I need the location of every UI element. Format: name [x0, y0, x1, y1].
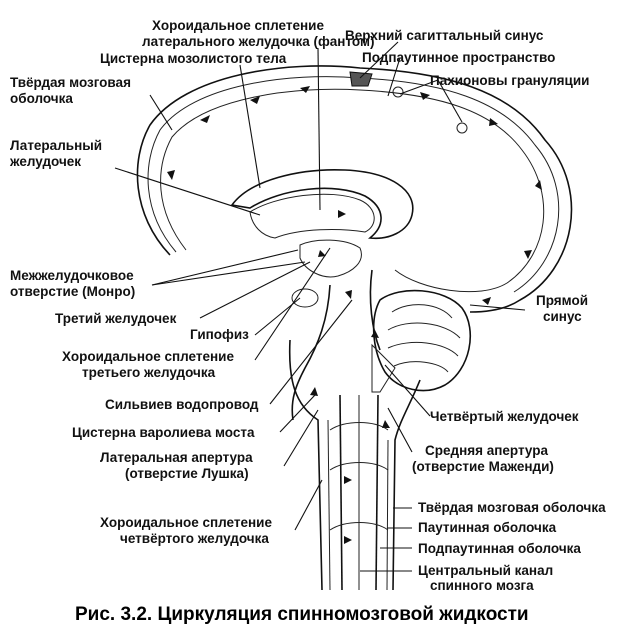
spinal-dura-right: [392, 379, 421, 591]
label-straight-sinus-2: синус: [543, 309, 582, 324]
label-dura-1: Твёрдая мозговая: [10, 75, 131, 90]
label-median-aperture-2: (отверстие Маженди): [412, 459, 554, 474]
brain-anatomy: [136, 65, 573, 591]
label-sup-sagittal-sinus: Верхний сагиттальный синус: [345, 28, 544, 43]
granulation-2: [456, 122, 468, 134]
label-lateral-aperture-1: Латеральная апертура: [100, 450, 253, 465]
label-straight-sinus-1: Прямой: [536, 293, 588, 308]
skull-outline: [136, 65, 573, 313]
label-pons-cistern: Цистерна варолиева моста: [72, 425, 255, 440]
label-monro-1: Межжелудочковое: [10, 268, 134, 283]
fourth-ventricle-shape: [371, 343, 396, 393]
label-pituitary: Гипофиз: [190, 327, 249, 342]
label-fourth-ventricle: Четвёртый желудочек: [430, 409, 579, 424]
third-ventricle: [299, 239, 362, 278]
pituitary-shape: [291, 288, 319, 308]
brain-surface: [160, 88, 545, 293]
label-spinal-subarachnoid: Подпаутинная оболочка: [418, 541, 581, 556]
label-choroid-third-1: Хороидальное сплетение: [62, 349, 234, 364]
sagittal-sinus-shape: [349, 71, 373, 87]
diagram-labels: Хороидальное сплетение латерального желу…: [9, 18, 606, 625]
label-choroid-lateral-1: Хороидальное сплетение: [152, 18, 324, 33]
brainstem: [291, 284, 331, 421]
label-pacchionian: Пахионовы грануляции: [430, 73, 589, 88]
label-choroid-third-2: третьего желудочка: [82, 365, 216, 380]
figure-caption: Рис. 3.2. Циркуляция спинномозговой жидк…: [75, 604, 529, 625]
dura-inner-line: [147, 76, 560, 293]
label-central-canal-2: спинного мозга: [430, 578, 534, 593]
cerebellum: [372, 289, 471, 392]
brainstem-back: [369, 269, 381, 351]
label-monro-2: отверстие (Монро): [10, 284, 135, 299]
corpus-callosum: [230, 168, 414, 240]
label-choroid-fourth-1: Хороидальное сплетение: [100, 515, 272, 530]
label-choroid-fourth-2: четвёртого желудочка: [120, 531, 269, 546]
label-third-ventricle: Третий желудочек: [55, 311, 177, 326]
spinal-cord-right: [375, 394, 379, 591]
lateral-ventricle: [249, 193, 375, 239]
label-choroid-lateral-2: латерального желудочка (фантом): [142, 34, 374, 49]
csf-flow-arrows: [167, 86, 542, 544]
label-median-aperture-1: Средняя апертура: [425, 443, 548, 458]
label-central-canal-1: Центральный канал: [418, 563, 553, 578]
spinal-arachnoid-right: [386, 439, 389, 591]
label-spinal-dura: Твёрдая мозговая оболочка: [418, 500, 606, 515]
label-lateral-ventricle-1: Латеральный: [10, 138, 102, 153]
spinal-flow-curve-3: [329, 422, 389, 431]
spinal-arachnoid-left: [327, 419, 331, 591]
label-lateral-aperture-2: (отверстие Лушка): [125, 466, 249, 481]
label-sylvian-aqueduct: Сильвиев водопровод: [105, 397, 259, 412]
granulation-1: [392, 86, 404, 98]
label-corpus-callosum-cistern: Цистерна мозолистого тела: [100, 51, 287, 66]
spinal-flow-curve-2: [329, 522, 389, 531]
spinal-dura-left: [288, 339, 323, 591]
label-subarachnoid-space: Подпаутинное пространство: [362, 50, 555, 65]
spinal-cord-left: [339, 394, 343, 591]
label-lateral-ventricle-2: желудочек: [9, 154, 81, 169]
label-arachnoid: Паутинная оболочка: [418, 520, 557, 535]
spinal-flow-curve-1: [329, 462, 389, 471]
label-dura-2: оболочка: [10, 91, 73, 106]
cerebellum-folia: [387, 304, 461, 373]
leader-lines: [114, 41, 526, 572]
